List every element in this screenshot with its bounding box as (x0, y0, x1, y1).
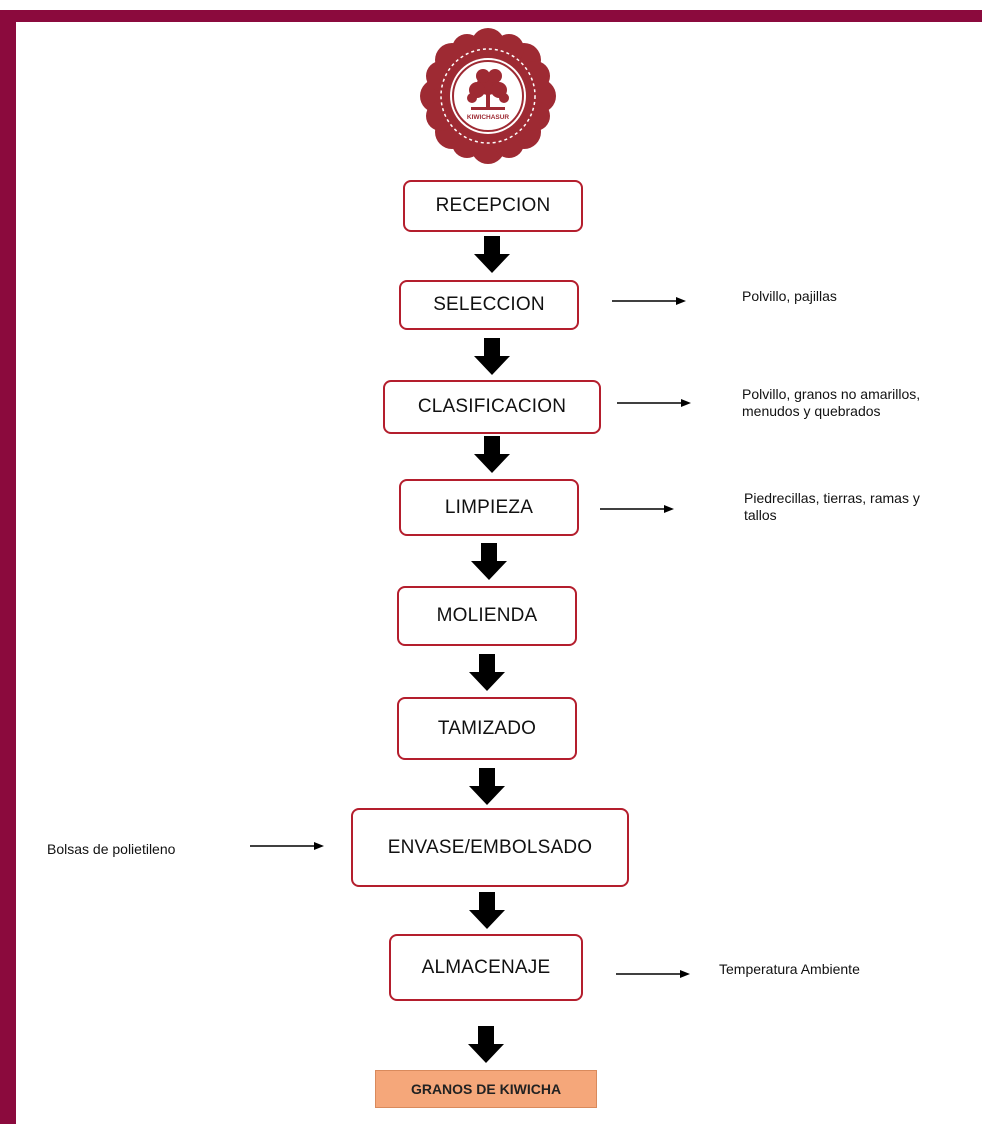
side-arrow-right (612, 297, 686, 305)
side-arrow-right (616, 970, 690, 978)
side-arrow-right (617, 399, 691, 407)
flow-arrow-down (469, 892, 505, 929)
note-line: tallos (744, 507, 777, 523)
step-almacenaje: ALMACENAJE (389, 934, 583, 1001)
flow-arrow-down (474, 338, 510, 375)
note-line: Polvillo, pajillas (742, 288, 837, 304)
note-line: Piedrecillas, tierras, ramas y (744, 490, 920, 506)
side-arrow-right (250, 842, 324, 850)
note-seleccion: Polvillo, pajillas (742, 288, 837, 305)
flow-arrow-down (469, 768, 505, 805)
flow-arrow-down (469, 654, 505, 691)
note-line: Temperatura Ambiente (719, 961, 860, 977)
step-envase-embolsado: ENVASE/EMBOLSADO (351, 808, 629, 887)
flow-arrow-down (474, 236, 510, 273)
page-frame (0, 10, 982, 1124)
logo-text: KIWICHASUR (467, 114, 510, 121)
step-molienda: MOLIENDA (397, 586, 577, 646)
note-almacenaje: Temperatura Ambiente (719, 961, 860, 978)
step-limpieza: LIMPIEZA (399, 479, 579, 536)
final-product: GRANOS DE KIWICHA (375, 1070, 597, 1108)
note-line: Polvillo, granos no amarillos, (742, 386, 921, 402)
flow-arrow-down (471, 543, 507, 580)
note-line: menudos y quebrados (742, 403, 881, 419)
kiwichasur-logo: KIWICHASUR (420, 28, 556, 164)
side-arrow-right (600, 505, 674, 513)
step-recepcion: RECEPCION (403, 180, 583, 232)
flow-arrow-down (468, 1026, 504, 1063)
note-clasificacion: Polvillo, granos no amarillos, menudos y… (742, 386, 920, 420)
flow-arrow-down (474, 436, 510, 473)
step-seleccion: SELECCION (399, 280, 579, 330)
note-envase-input: Bolsas de polietileno (47, 841, 175, 858)
note-limpieza: Piedrecillas, tierras, ramas y tallos (744, 490, 920, 524)
note-line: Bolsas de polietileno (47, 841, 176, 857)
step-clasificacion: CLASIFICACION (383, 380, 601, 434)
step-tamizado: TAMIZADO (397, 697, 577, 760)
